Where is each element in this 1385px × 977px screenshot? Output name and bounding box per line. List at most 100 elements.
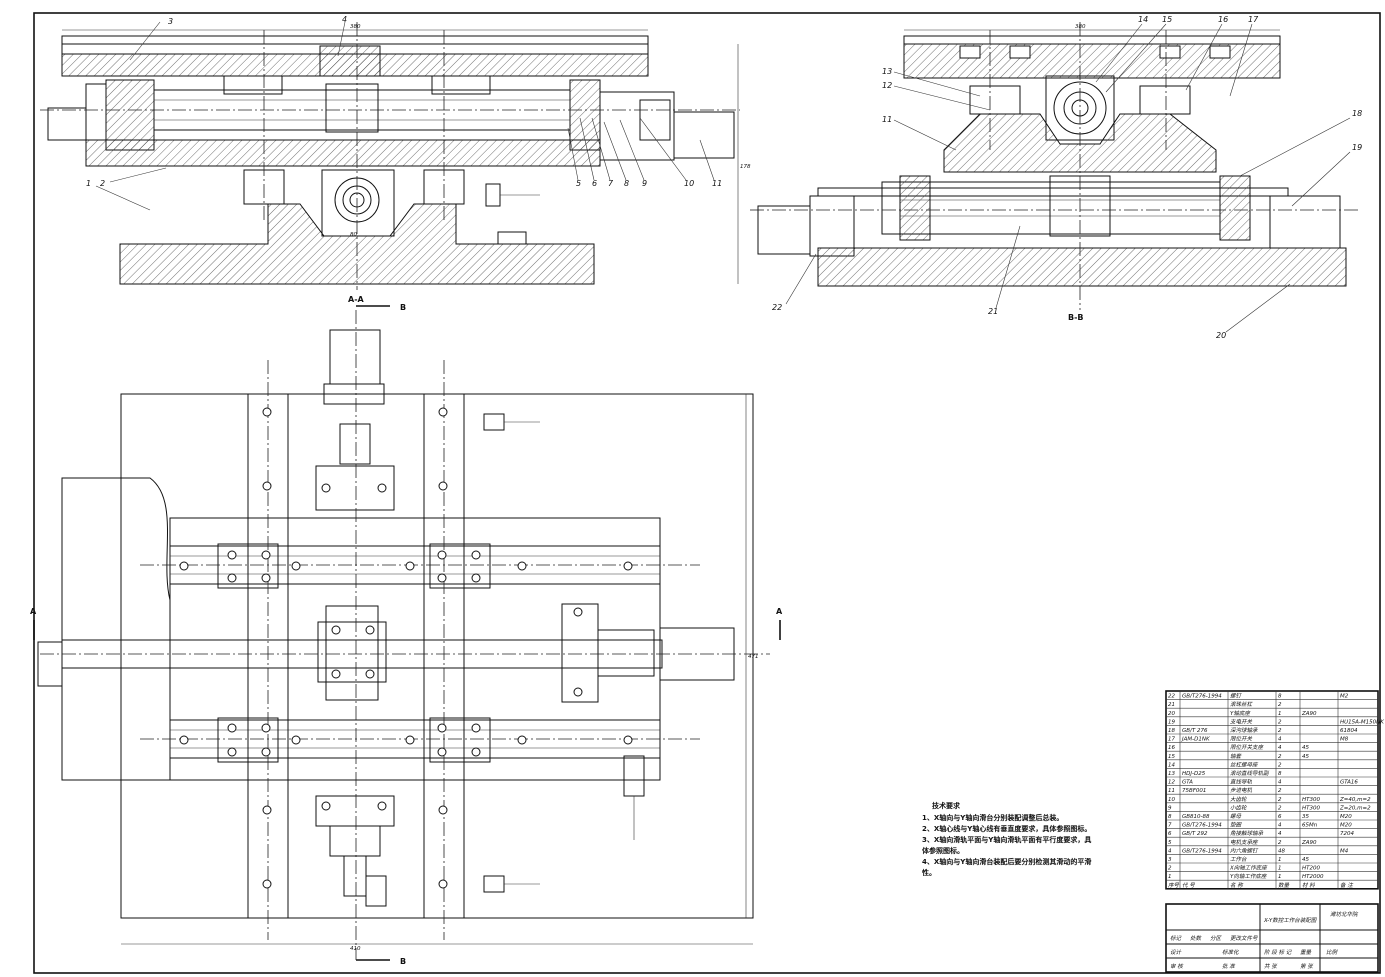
- section-label-b-bottom: B: [400, 957, 406, 966]
- view-plan: A-A B B A A: [30, 295, 783, 966]
- bom-row-1-col-0: 1: [1168, 874, 1172, 880]
- dim-plan-height: 471: [748, 654, 759, 660]
- bom-row-8-col-5: M20: [1340, 814, 1352, 820]
- bom-row-8-col-1: GB810-88: [1182, 814, 1210, 820]
- bom-row-13-col-3: 8: [1278, 771, 1282, 777]
- bom-row-22-col-3: 8: [1278, 694, 1282, 700]
- bom-row-15-col-2: 轴套: [1230, 753, 1243, 760]
- dim-top-width: 380: [350, 24, 361, 30]
- balloon-10: 10: [684, 179, 694, 188]
- bom-row-16-col-4: 45: [1302, 745, 1309, 751]
- view-x-axis-section: 380 178 80: [40, 22, 751, 290]
- bom-row-10-col-3: 2: [1278, 797, 1282, 803]
- bom-row-6-col-3: 4: [1278, 831, 1282, 837]
- tech-note-line-5: 4、X轴向与Y轴向滑台装配后要分别检测其滑动的平滑: [922, 857, 1091, 866]
- bom-row-22-col-0: 22: [1168, 694, 1175, 700]
- bom-row-10-col-2: 大齿轮: [1230, 796, 1247, 803]
- title-row-label-4: 更改文件号: [1230, 935, 1258, 942]
- bom-row-14-col-0: 14: [1168, 762, 1175, 768]
- balloons-right-view: 13 12 11 14 15 16 17 18 19 20 21 22: [772, 15, 1362, 340]
- balloon-9: 9: [642, 179, 647, 188]
- title-approve: 批 准: [1222, 963, 1236, 970]
- bom-header-col-0: 序号: [1168, 882, 1180, 889]
- balloon-7: 7: [608, 179, 614, 188]
- bom-row-16-col-0: 16: [1168, 745, 1175, 751]
- dim-height: 178: [740, 164, 751, 170]
- bom-row-19-col-5: HU15A-M150NK: [1340, 719, 1384, 725]
- title-standardize: 标准化: [1222, 949, 1240, 956]
- bom-header-col-3: 数量: [1278, 882, 1290, 889]
- school-name: 潍坊北华院: [1330, 911, 1359, 918]
- bom-row-22-col-5: M2: [1340, 694, 1349, 700]
- bom-row-7-col-3: 4: [1278, 823, 1282, 829]
- bom-row-17-col-1: JAM-D1NK: [1181, 737, 1210, 743]
- bom-row-11-col-0: 11: [1168, 788, 1175, 794]
- bom-row-12-col-3: 4: [1278, 780, 1282, 786]
- bom-row-11-col-1: 75BF001: [1182, 788, 1206, 794]
- bom-row-20-col-4: ZA90: [1301, 711, 1317, 717]
- bom-row-10-col-4: HT300: [1302, 797, 1320, 803]
- balloon-r-22: 22: [772, 303, 782, 312]
- balloon-1: 1: [86, 179, 91, 188]
- balloon-r-14: 14: [1138, 15, 1148, 24]
- bom-row-7-col-1: GB/T276-1994: [1182, 823, 1222, 829]
- bom-row-17-col-5: M8: [1340, 737, 1349, 743]
- technical-notes: 技术要求 1、X轴向与Y轴向滑台分别装配调整后总装。 2、X轴心线与Y轴心线有垂…: [922, 801, 1091, 877]
- bom-row-4-col-2: 内六角螺钉: [1230, 847, 1259, 854]
- sheet-border: [33, 12, 1381, 974]
- title-weight: 重量: [1300, 949, 1312, 956]
- bom-row-16-col-2: 限位开关支座: [1230, 744, 1265, 751]
- bom-row-21-col-3: 2: [1278, 702, 1282, 708]
- bom-row-18-col-5: 61804: [1340, 728, 1358, 734]
- bom-row-20-col-2: Y轴底座: [1230, 710, 1251, 717]
- bom-row-22-col-2: 螺钉: [1230, 693, 1243, 700]
- bom-row-9-col-5: Z=20,m=2: [1339, 805, 1371, 811]
- title-review: 审 核: [1170, 963, 1184, 970]
- balloon-r-15: 15: [1162, 15, 1172, 24]
- title-row-label-3: 分区: [1210, 935, 1223, 942]
- dim-right-width: 380: [1075, 24, 1086, 30]
- section-label-bb: B-B: [1068, 313, 1084, 322]
- bom-row-6-col-0: 6: [1168, 831, 1172, 837]
- bom-row-21-col-2: 滚珠丝杠: [1230, 701, 1254, 708]
- balloons-left-view: 3 4 1 2 5 6 7 8 9 10 11: [86, 15, 722, 211]
- tech-note-line-1: 1、X轴向与Y轴向滑台分别装配调整后总装。: [922, 813, 1063, 822]
- balloon-4: 4: [342, 15, 347, 24]
- balloon-8: 8: [624, 179, 629, 188]
- bom-row-6-col-5: 7204: [1340, 831, 1354, 837]
- balloon-3: 3: [168, 17, 173, 26]
- tech-notes-title: 技术要求: [932, 801, 961, 810]
- bom-row-7-col-0: 7: [1168, 823, 1172, 829]
- tech-note-line-3: 3、X轴向滑轨平面与Y轴向滑轨平面有平行度要求，具: [922, 835, 1091, 844]
- bom-row-4-col-0: 4: [1168, 848, 1172, 854]
- bom-row-12-col-2: 直线导轨: [1230, 779, 1253, 786]
- title-design: 设计: [1170, 949, 1182, 956]
- bom-row-2-col-4: HT200: [1302, 866, 1320, 872]
- bom-row-10-col-0: 10: [1168, 797, 1175, 803]
- bom-row-11-col-3: 2: [1278, 788, 1282, 794]
- bom-row-15-col-0: 15: [1168, 754, 1175, 760]
- bom-row-2-col-3: 1: [1278, 866, 1282, 872]
- bom-row-13-col-2: 滚动直线导轨副: [1230, 770, 1270, 777]
- bom-row-12-col-0: 12: [1168, 780, 1175, 786]
- bom-row-16-col-3: 4: [1278, 745, 1282, 751]
- title-stage: 阶 段 标 记: [1264, 949, 1292, 956]
- title-block: X-Y数控工作台装配图 潍坊北华院 标记 处数 分区 更改文件号 设计 标准化 …: [1165, 903, 1379, 973]
- bom-row-3-col-4: 45: [1302, 857, 1309, 863]
- bom-row-20-col-3: 1: [1278, 711, 1282, 717]
- section-label-a-left: A: [30, 607, 37, 616]
- balloon-11: 11: [712, 179, 722, 188]
- bom-row-8-col-4: 35: [1302, 814, 1309, 820]
- balloon-r-13: 13: [882, 67, 892, 76]
- bom-row-5-col-4: ZA90: [1301, 840, 1317, 846]
- bom-row-22-col-1: GB/T276-1994: [1182, 694, 1222, 700]
- bom-row-1-col-4: HT2000: [1302, 874, 1324, 880]
- bom-row-2-col-0: 2: [1168, 866, 1172, 872]
- bom-row-17-col-2: 限位开关: [1230, 736, 1253, 743]
- view-b-b-section: 380 B-B: [750, 22, 1360, 322]
- tech-note-line-6: 性。: [922, 868, 936, 877]
- balloon-r-12: 12: [882, 81, 892, 90]
- bom-row-8-col-3: 6: [1278, 814, 1282, 820]
